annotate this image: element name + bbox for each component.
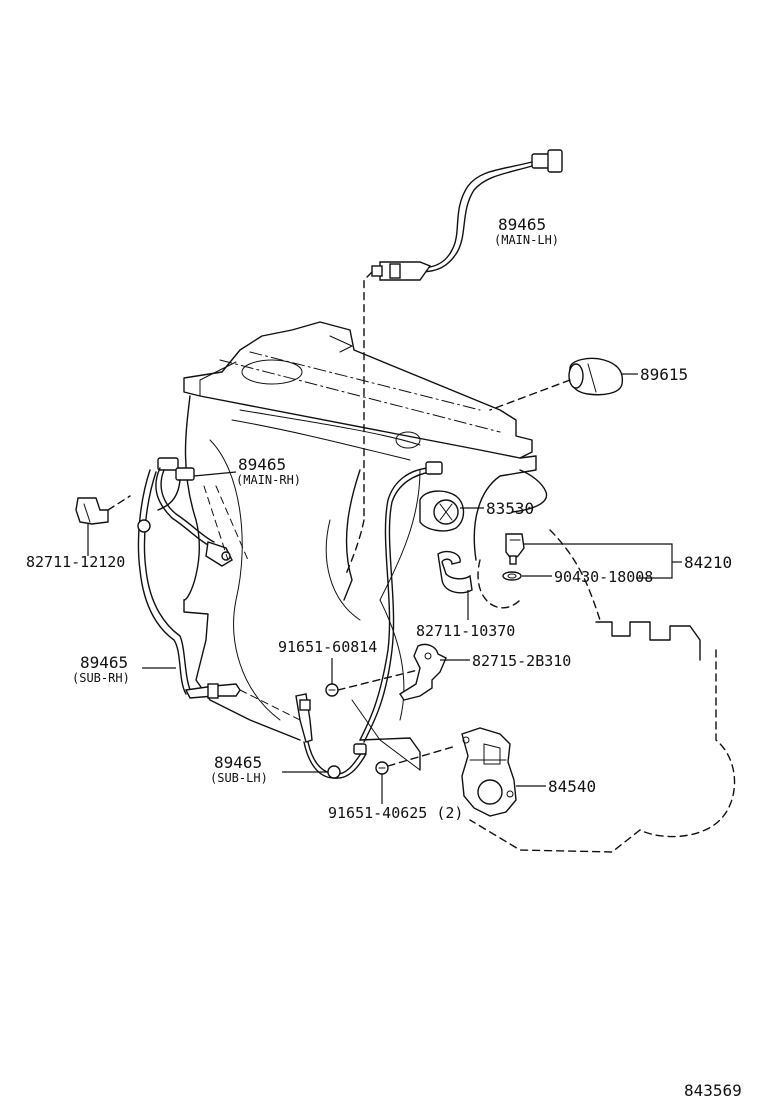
part-label-sub-lh: 89465 bbox=[214, 753, 262, 772]
knock-sensor bbox=[489, 357, 638, 411]
part-label-main-rh: 89465 bbox=[238, 455, 286, 474]
part-label-main-lh: 89465 bbox=[498, 215, 546, 234]
part-label-nut-60814: 91651-60814 bbox=[278, 638, 377, 656]
nut-40625 bbox=[375, 745, 457, 804]
part-label-bracket-2b310: 82715-2B310 bbox=[472, 652, 571, 670]
oxygen-sensor-sub-rh bbox=[137, 469, 301, 721]
switch-84540 bbox=[461, 727, 546, 817]
sensor-84210 bbox=[502, 533, 682, 581]
oxygen-sensor-main-lh bbox=[345, 149, 563, 575]
part-label-sub-rh: 89465 bbox=[80, 653, 128, 672]
diagram-id: 843569 bbox=[684, 1081, 742, 1100]
part-label-clamp-12120: 82711-12120 bbox=[26, 553, 125, 571]
clamp-10370 bbox=[437, 550, 473, 620]
part-label-84210: 84210 bbox=[684, 553, 732, 572]
bracket-2b310 bbox=[399, 643, 470, 701]
oxygen-sensor-main-rh bbox=[155, 457, 249, 567]
part-label-clamp-10370: 82711-10370 bbox=[416, 622, 515, 640]
speed-sensor-83530 bbox=[359, 461, 548, 743]
nut-60814 bbox=[325, 658, 419, 697]
part-note-sub-lh: (SUB-LH) bbox=[210, 771, 268, 785]
part-label-washer: 90430-18008 bbox=[554, 568, 653, 586]
engine-block bbox=[183, 321, 736, 853]
oxygen-sensor-sub-lh bbox=[282, 693, 367, 779]
part-note-sub-rh: (SUB-RH) bbox=[72, 671, 130, 685]
clamp-12120 bbox=[75, 495, 131, 556]
part-note-main-rh: (MAIN-RH) bbox=[236, 473, 301, 487]
part-note-main-lh: (MAIN-LH) bbox=[494, 233, 559, 247]
part-label-83530: 83530 bbox=[486, 499, 534, 518]
part-label-nut-40625: 91651-40625 (2) bbox=[328, 804, 463, 822]
part-label-84540: 84540 bbox=[548, 777, 596, 796]
part-label-knock-sensor: 89615 bbox=[640, 365, 688, 384]
